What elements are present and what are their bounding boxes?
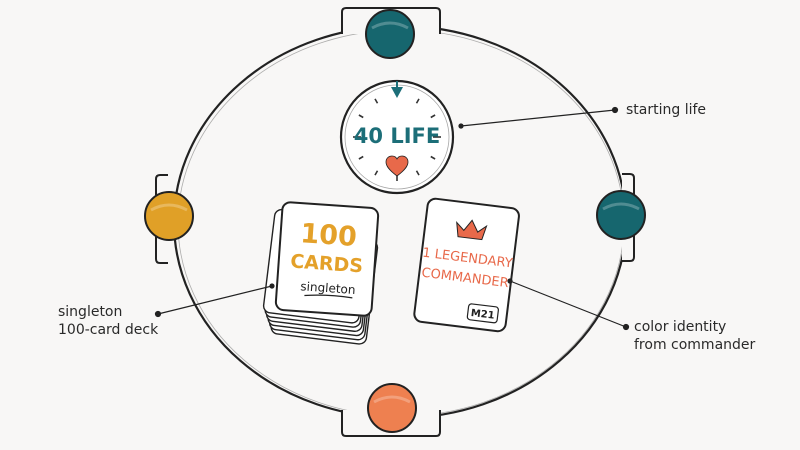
clock-tick <box>374 98 379 104</box>
callout-lines <box>154 106 630 331</box>
deck-count: 100 <box>299 218 357 253</box>
seat-right <box>596 173 646 262</box>
clock-pointer-icon <box>391 87 403 98</box>
clock-life-text: 40 LIFE <box>354 124 440 148</box>
commander-card: 1 LEGENDARY COMMANDER M21 <box>413 197 520 333</box>
clock-tick <box>374 170 379 176</box>
clock-tick <box>358 155 364 160</box>
deck-top-card <box>274 201 380 317</box>
deck-stack: 100 CARDS singleton <box>262 201 380 345</box>
callout-identity-line2: from commander <box>634 337 756 353</box>
crown-icon <box>456 219 488 241</box>
heart-icon <box>385 155 409 177</box>
callout-color-identity: color identity from commander <box>634 318 755 354</box>
seat-top-token <box>365 9 415 59</box>
seat-left-token <box>144 191 194 241</box>
clock-tick <box>430 114 436 119</box>
callout-identity-line1: color identity <box>634 319 727 335</box>
deck-note: singleton <box>300 279 356 297</box>
clock-tick <box>415 170 420 176</box>
seat-bottom <box>341 383 441 437</box>
seat-top <box>341 7 441 59</box>
set-code-badge: M21 <box>470 308 495 322</box>
life-clock: 40 LIFE <box>339 79 455 195</box>
deck-word: CARDS <box>290 250 364 277</box>
callout-deck: singleton 100-card deck <box>58 303 158 339</box>
clock-tick <box>358 114 364 119</box>
seat-bottom-token <box>367 383 417 433</box>
callout-deck-line2: 100-card deck <box>58 322 159 338</box>
clock-tick <box>415 98 420 104</box>
seat-left <box>144 174 194 264</box>
callout-deck-line1: singleton <box>58 304 123 320</box>
seat-right-token <box>596 190 646 240</box>
clock-tick <box>430 155 436 160</box>
callout-starting-life: starting life <box>626 102 707 118</box>
